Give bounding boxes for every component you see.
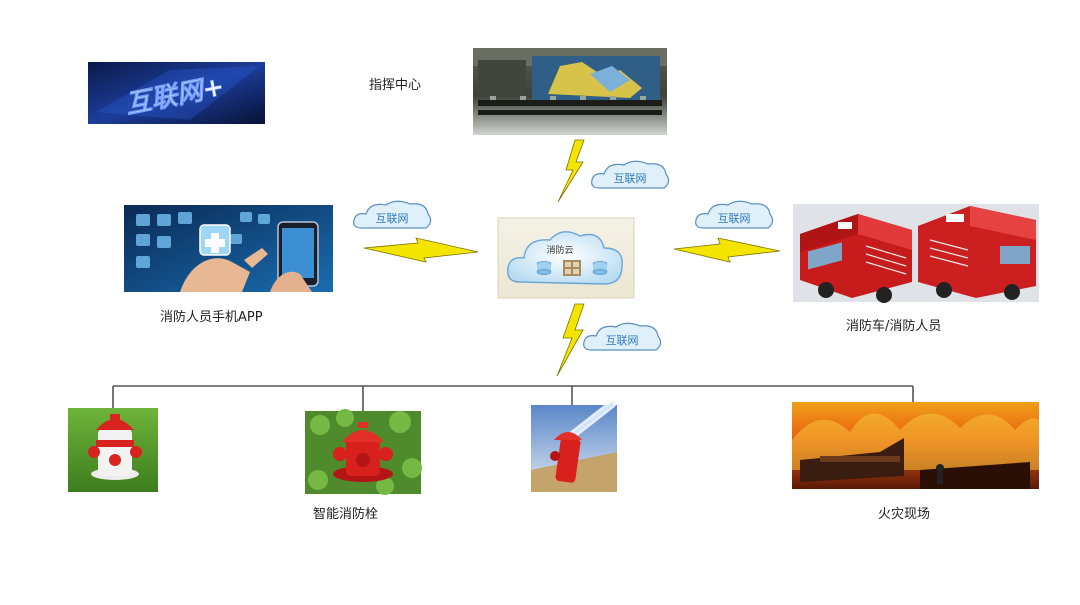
database-icon-right xyxy=(592,261,608,275)
lightning-icon-bottom xyxy=(556,303,585,377)
lightning-icon-left xyxy=(363,237,479,263)
internet-tag-right-label: 互联网 xyxy=(718,212,751,225)
server-icon xyxy=(563,260,581,276)
command-center-label: 指挥中心 xyxy=(369,78,422,93)
internet-tag-top: 互联网 xyxy=(591,160,670,189)
internet-tag-right: 互联网 xyxy=(695,200,774,229)
mobile-app-image xyxy=(124,205,333,292)
smart-hydrant-label: 智能消防栓 xyxy=(313,507,379,522)
internet-tag-bottom: 互联网 xyxy=(583,322,662,351)
mobile-app-label: 消防人员手机APP xyxy=(160,310,263,325)
link-bolts xyxy=(363,139,781,377)
hydrant-red-image xyxy=(305,409,422,495)
internet-tag-top-label: 互联网 xyxy=(614,172,647,185)
fire-cloud-label: 消防云 xyxy=(546,244,573,256)
database-icon-left xyxy=(536,261,552,275)
internet-tag-bottom-label: 互联网 xyxy=(606,334,639,347)
hydrant-white-image xyxy=(68,408,158,492)
hydrant-spray-image xyxy=(531,400,617,492)
command-center-image xyxy=(473,48,667,135)
fire-cloud-box: 消防云 xyxy=(497,217,635,299)
connector-lines xyxy=(112,385,914,411)
internet-tag-left-label: 互联网 xyxy=(376,212,409,225)
internet-tag-left: 互联网 xyxy=(353,200,432,229)
fire-trucks-image xyxy=(793,204,1039,303)
fire-scene-image xyxy=(792,402,1039,489)
internet-plus-logo: 互联网+ xyxy=(88,62,265,124)
fire-scene-label: 火灾现场 xyxy=(878,507,931,522)
fire-trucks-label: 消防车/消防人员 xyxy=(846,319,942,334)
lightning-icon-right xyxy=(673,237,781,263)
lightning-icon-top xyxy=(557,139,585,203)
